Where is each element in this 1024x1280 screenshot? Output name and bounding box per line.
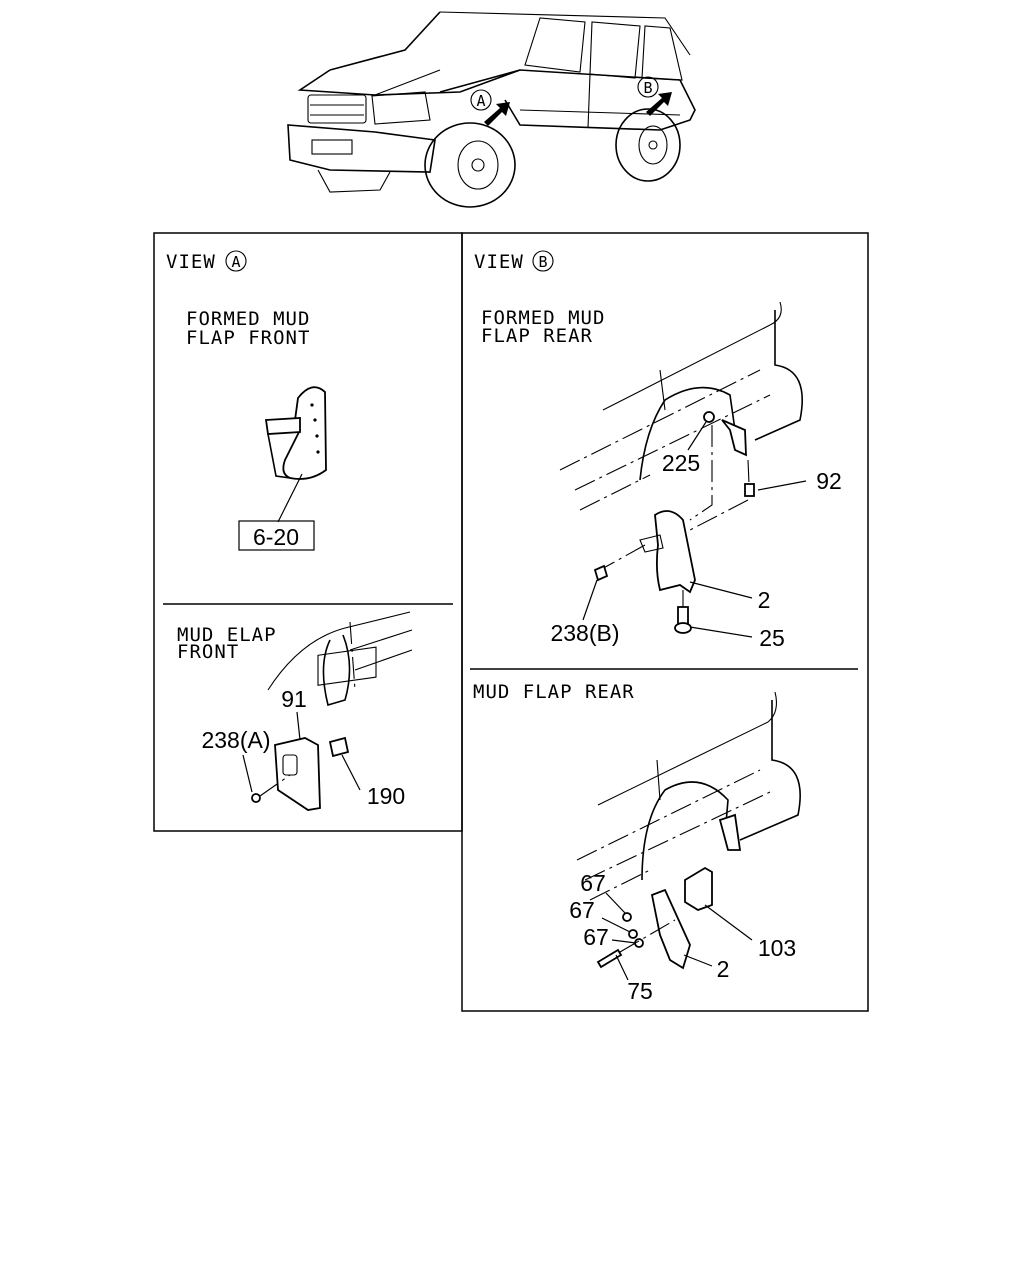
screw-238a-part	[251, 793, 261, 803]
callout-91: 91	[281, 686, 307, 712]
callout-238a: 238(A)	[201, 727, 270, 753]
view-b-letter: B	[538, 253, 547, 271]
marker-a-circle	[470, 89, 492, 111]
bracket-103-part	[684, 866, 713, 911]
mud-flap-rear-part	[650, 888, 691, 970]
mud-flap-front-panel: MUD ELAP FRONT 91 238(A) 190	[177, 611, 413, 811]
arrow-a-icon	[484, 102, 510, 126]
callout-67b: 67	[569, 897, 595, 923]
callout-225: 225	[662, 450, 700, 476]
callout-2-rear: 2	[717, 956, 730, 982]
mud-flap-front-title-line1: MUD ELAP	[177, 624, 277, 646]
callout-67c: 67	[583, 924, 609, 950]
marker-a-letter: A	[476, 92, 485, 110]
formed-mud-flap-rear-part	[654, 510, 696, 594]
view-a-label: VIEW	[166, 251, 216, 273]
marker-b-circle	[637, 76, 659, 98]
mud-flap-rear-panel: MUD FLAP REAR 67 67 67 103 2 75	[473, 681, 801, 1004]
view-a-letter: A	[231, 253, 240, 271]
callout-190: 190	[367, 783, 405, 809]
view-b-title-line2: FLAP REAR	[481, 325, 593, 347]
mud-flap-rear-title: MUD FLAP REAR	[473, 681, 635, 703]
mud-flap-front-part	[274, 737, 321, 811]
callout-75: 75	[627, 978, 653, 1004]
bolt-75-part	[596, 948, 623, 969]
formed-mud-flap-front-part	[264, 386, 327, 480]
view-b-circle	[532, 250, 554, 272]
view-a-circle	[225, 250, 247, 272]
bolt-92-part	[744, 483, 755, 497]
nut-67-part	[628, 929, 638, 939]
washer-67-part	[622, 912, 632, 922]
arrow-b-icon	[646, 92, 672, 116]
screw-238b-part	[593, 564, 609, 582]
callout-25: 25	[759, 625, 785, 651]
view-a-title-line2: FLAP FRONT	[186, 327, 310, 349]
bracket-part	[721, 419, 747, 457]
mud-flap-front-title-line2: FRONT	[177, 641, 239, 663]
view-b-panel: VIEW B FORMED MUD FLAP REAR	[474, 250, 842, 651]
ref-box	[238, 520, 315, 551]
callout-2-formed: 2	[758, 587, 771, 613]
callout-103: 103	[758, 935, 796, 961]
right-panel-frame	[461, 232, 869, 1012]
nut-225-part	[703, 411, 715, 423]
panel-frames	[153, 232, 869, 1012]
callout-92: 92	[816, 468, 842, 494]
ref-box-text: 6-20	[253, 524, 299, 550]
callout-67a: 67	[580, 870, 606, 896]
marker-b-letter: B	[643, 79, 652, 97]
callout-238b: 238(B)	[550, 620, 619, 646]
view-b-title-line1: FORMED MUD	[481, 307, 605, 329]
view-a-panel: VIEW A FORMED MUD FLAP FRONT 6-20	[166, 250, 327, 551]
view-a-title-line1: FORMED MUD	[186, 308, 310, 330]
clip-190-part	[328, 736, 350, 758]
view-b-label: VIEW	[474, 251, 524, 273]
vehicle-illustration: A B	[287, 11, 696, 208]
